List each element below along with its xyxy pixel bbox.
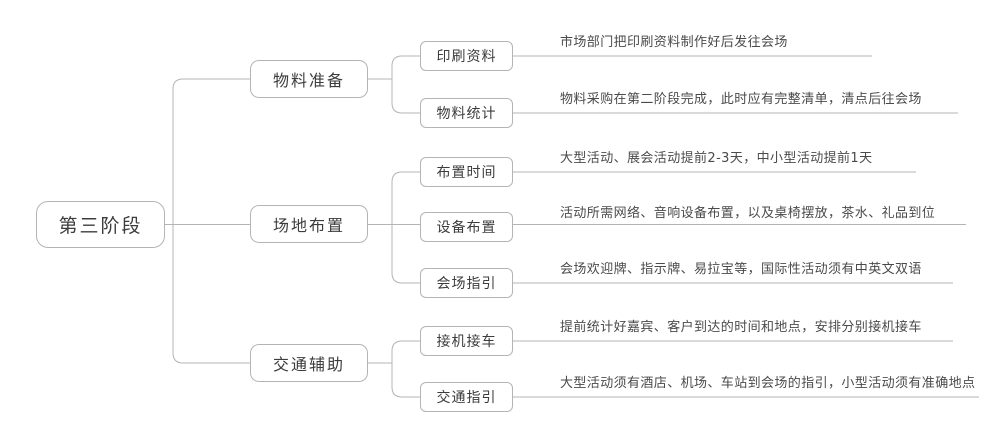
connector-branch-1-to-leaf-2	[391, 171, 420, 225]
connector-root-to-branch-2	[172, 224, 250, 364]
node-branch-venue-setup[interactable]: 场地布置	[250, 205, 368, 243]
connector-branch-0-to-leaf-0	[391, 55, 420, 79]
connector-branch-2-to-leaf-5	[391, 340, 420, 363]
node-leaf-venue-signage[interactable]: 会场指引	[420, 268, 513, 298]
node-leaf-airport-pickup[interactable]: 接机接车	[420, 326, 513, 356]
description-printed-materials: 市场部门把印刷资料制作好后发往会场	[560, 35, 788, 50]
connector-branch-1-to-leaf-4	[391, 224, 420, 284]
connector-branch-2-to-leaf-6	[391, 363, 420, 398]
description-setup-time: 大型活动、展会活动提前2-3天，中小型活动提前1天	[560, 151, 873, 166]
node-leaf-equipment-setup[interactable]: 设备布置	[420, 212, 513, 242]
node-root[interactable]: 第三阶段	[36, 201, 165, 248]
description-material-inventory: 物料采购在第二阶段完成，此时应有完整清单，清点后往会场	[560, 92, 922, 107]
node-branch-material-preparation[interactable]: 物料准备	[250, 60, 368, 98]
node-leaf-transport-guidance[interactable]: 交通指引	[420, 382, 513, 412]
description-transport-guidance: 大型活动须有酒店、机场、车站到会场的指引，小型活动须有准确地点	[560, 376, 976, 391]
description-equipment-setup: 活动所需网络、音响设备布置，以及桌椅摆放，茶水、礼品到位	[560, 206, 936, 221]
node-leaf-printed-materials[interactable]: 印刷资料	[420, 41, 513, 71]
node-leaf-setup-time[interactable]: 布置时间	[420, 157, 513, 187]
description-airport-pickup: 提前统计好嘉宾、客户到达的时间和地点，安排分别接机接车	[560, 320, 922, 335]
node-branch-transport-support[interactable]: 交通辅助	[250, 344, 368, 382]
connector-root-to-branch-0	[172, 78, 250, 225]
description-venue-signage: 会场欢迎牌、指示牌、易拉宝等，国际性活动须有中英文双语	[560, 262, 922, 277]
node-leaf-material-inventory[interactable]: 物料统计	[420, 98, 513, 128]
connector-branch-0-to-leaf-1	[391, 79, 420, 114]
